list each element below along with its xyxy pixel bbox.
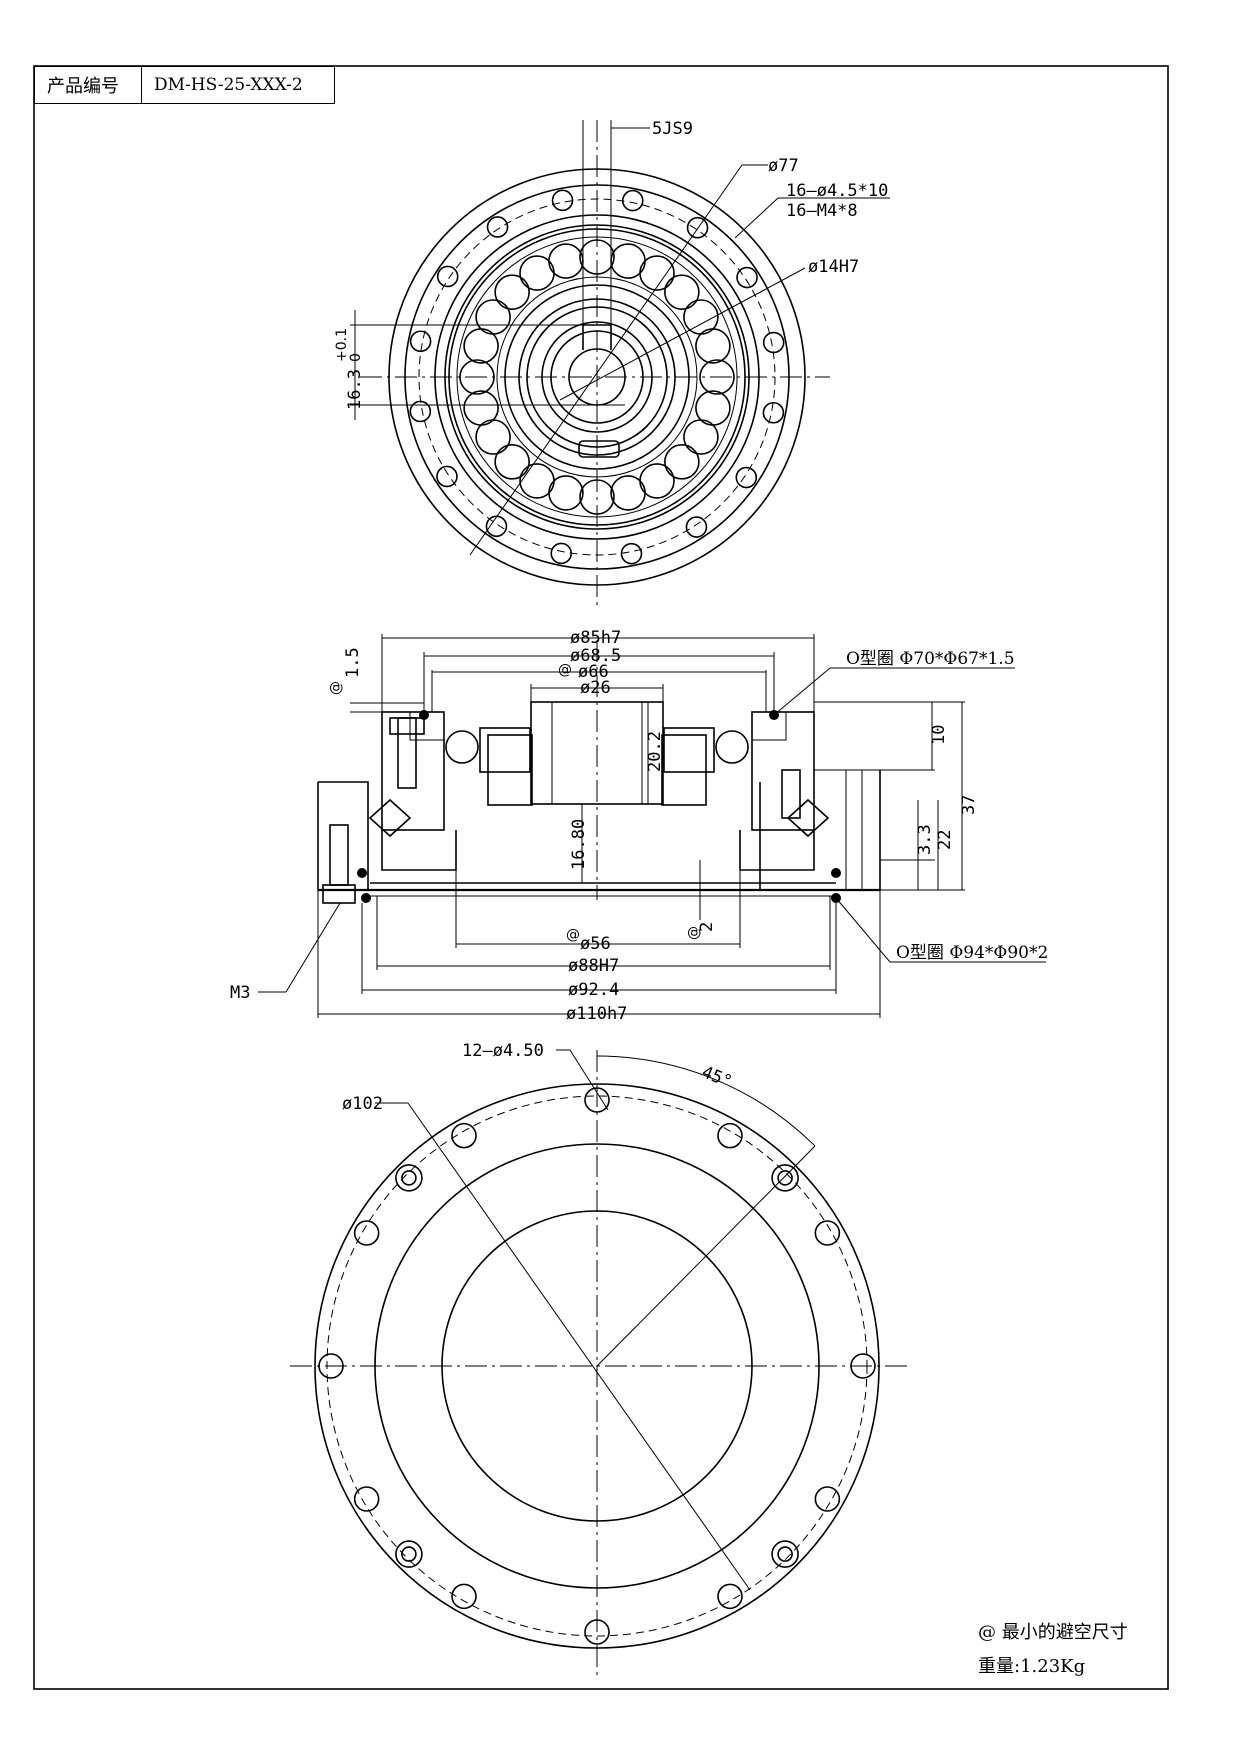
mount-hole <box>353 1486 380 1512</box>
bolt-hole <box>550 542 573 565</box>
roller <box>519 463 555 499</box>
holes-b-label: 16—M4*8 <box>786 201 858 221</box>
note-weight: 重量:1.23Kg <box>978 1656 1086 1677</box>
dim-d66-mark: @ <box>558 662 572 678</box>
roller <box>494 274 530 310</box>
dim-h202: 20.2 <box>645 731 665 772</box>
bolt-hole <box>621 189 644 212</box>
counterbore-inner <box>777 1546 793 1562</box>
dim-d56: ø56 <box>580 934 611 954</box>
dim-d56-mark: @ <box>566 927 580 943</box>
bolt-hole <box>685 516 708 538</box>
dim-d110: ø110h7 <box>566 1004 627 1024</box>
bolt-hole <box>436 465 458 488</box>
key-tol-lower: 0 <box>348 353 364 362</box>
mount-hole <box>850 1353 876 1379</box>
bolt-hole <box>409 330 432 353</box>
bolt-hole <box>686 216 709 239</box>
dim-d66: ø66 <box>578 662 609 682</box>
bolt-hole <box>762 401 785 424</box>
roller <box>459 359 495 395</box>
dim-d85: ø85h7 <box>570 628 621 648</box>
roller <box>695 328 731 364</box>
screw-label: M3 <box>230 983 250 1003</box>
bolt-hole <box>436 265 459 288</box>
angle-label: 45° <box>699 1062 735 1092</box>
roller <box>664 274 700 310</box>
oring-top-label: O型圈 Φ70*Φ67*1.5 <box>846 649 1015 669</box>
mount-hole <box>814 1220 841 1246</box>
bolt-hole <box>735 466 758 489</box>
title-label-cell: 产品编号 <box>34 66 142 104</box>
section-view: ø85h7 ø68.5 @ ø66 ø26 @ 1.5 O型圈 Φ70*Φ67*… <box>230 628 1048 1024</box>
roller <box>548 243 584 279</box>
roller <box>579 239 615 275</box>
roller <box>494 444 530 480</box>
keyway-label: 5JS9 <box>652 119 693 139</box>
counterbore-hole <box>395 1164 423 1192</box>
counterbore-inner <box>401 1546 417 1562</box>
gap-15: 1.5 <box>343 647 363 678</box>
roller <box>683 419 719 455</box>
oring-bottom-label: O型圈 Φ94*Φ90*2 <box>896 943 1048 963</box>
roller <box>475 299 511 335</box>
gap-2-mark: @ <box>686 926 702 940</box>
note-min-clearance: @ 最小的避空尺寸 <box>978 1622 1128 1643</box>
mount-hole <box>451 1583 477 1610</box>
counterbore-inner <box>777 1170 793 1186</box>
gap-15-mark: @ <box>328 681 344 695</box>
counterbore-hole <box>395 1540 423 1568</box>
title-label: 产品编号 <box>47 76 119 97</box>
bolt-hole <box>486 216 509 238</box>
counterbore-hole <box>771 1540 799 1568</box>
counterbore-hole <box>771 1164 799 1192</box>
mount-hole <box>717 1122 743 1149</box>
mount-hole <box>584 1619 610 1645</box>
dim-h22: 22 <box>935 830 955 850</box>
mount-hole <box>353 1220 380 1246</box>
drawing-border <box>33 65 1169 1690</box>
dim-d88: ø88H7 <box>568 956 619 976</box>
key-tol-upper: +0.1 <box>334 328 350 362</box>
bolt-hole <box>762 331 785 354</box>
gap-2: 2 <box>697 922 717 932</box>
dim-d924: ø92.4 <box>568 980 619 1000</box>
holes-bottom-label: 12—ø4.50 <box>462 1041 544 1061</box>
bolt-hole <box>736 266 758 289</box>
bolt-hole <box>620 542 643 565</box>
mount-hole <box>318 1353 344 1379</box>
dia-77-label: ø77 <box>768 156 799 176</box>
mount-hole <box>584 1087 610 1113</box>
product-code-cell: DM-HS-25-XXX-2 <box>141 66 335 104</box>
dim-h37: 37 <box>959 795 979 815</box>
roller <box>463 390 499 426</box>
roller <box>639 255 675 291</box>
roller <box>699 359 735 395</box>
counterbore-inner <box>401 1170 417 1186</box>
dim-h33: 3.3 <box>915 824 935 855</box>
bore-label: ø14H7 <box>808 257 859 277</box>
dim-d685: ø68.5 <box>570 646 621 666</box>
bolt-hole <box>551 189 574 212</box>
holes-a-label: 16—ø4.5*10 <box>786 181 888 201</box>
pcd-label: ø102 <box>342 1094 383 1114</box>
dim-d26: ø26 <box>580 678 611 698</box>
bolt-hole <box>409 400 432 423</box>
mount-hole <box>717 1583 743 1610</box>
roller <box>664 444 700 480</box>
product-code: DM-HS-25-XXX-2 <box>154 75 303 95</box>
roller <box>610 475 646 511</box>
mount-hole <box>451 1122 477 1149</box>
roller <box>579 479 615 515</box>
bottom-view: ø102 12—ø4.50 45° <box>290 1041 910 1680</box>
dim-h10: 10 <box>929 725 949 745</box>
top-view: 5JS9 ø77 16—ø4.5*10 16—M4*8 ø14H7 16.3 +… <box>334 119 890 610</box>
mount-hole <box>814 1486 841 1512</box>
dim-h1680: 16.80 <box>569 819 589 870</box>
key-height-label: 16.3 <box>345 369 365 410</box>
